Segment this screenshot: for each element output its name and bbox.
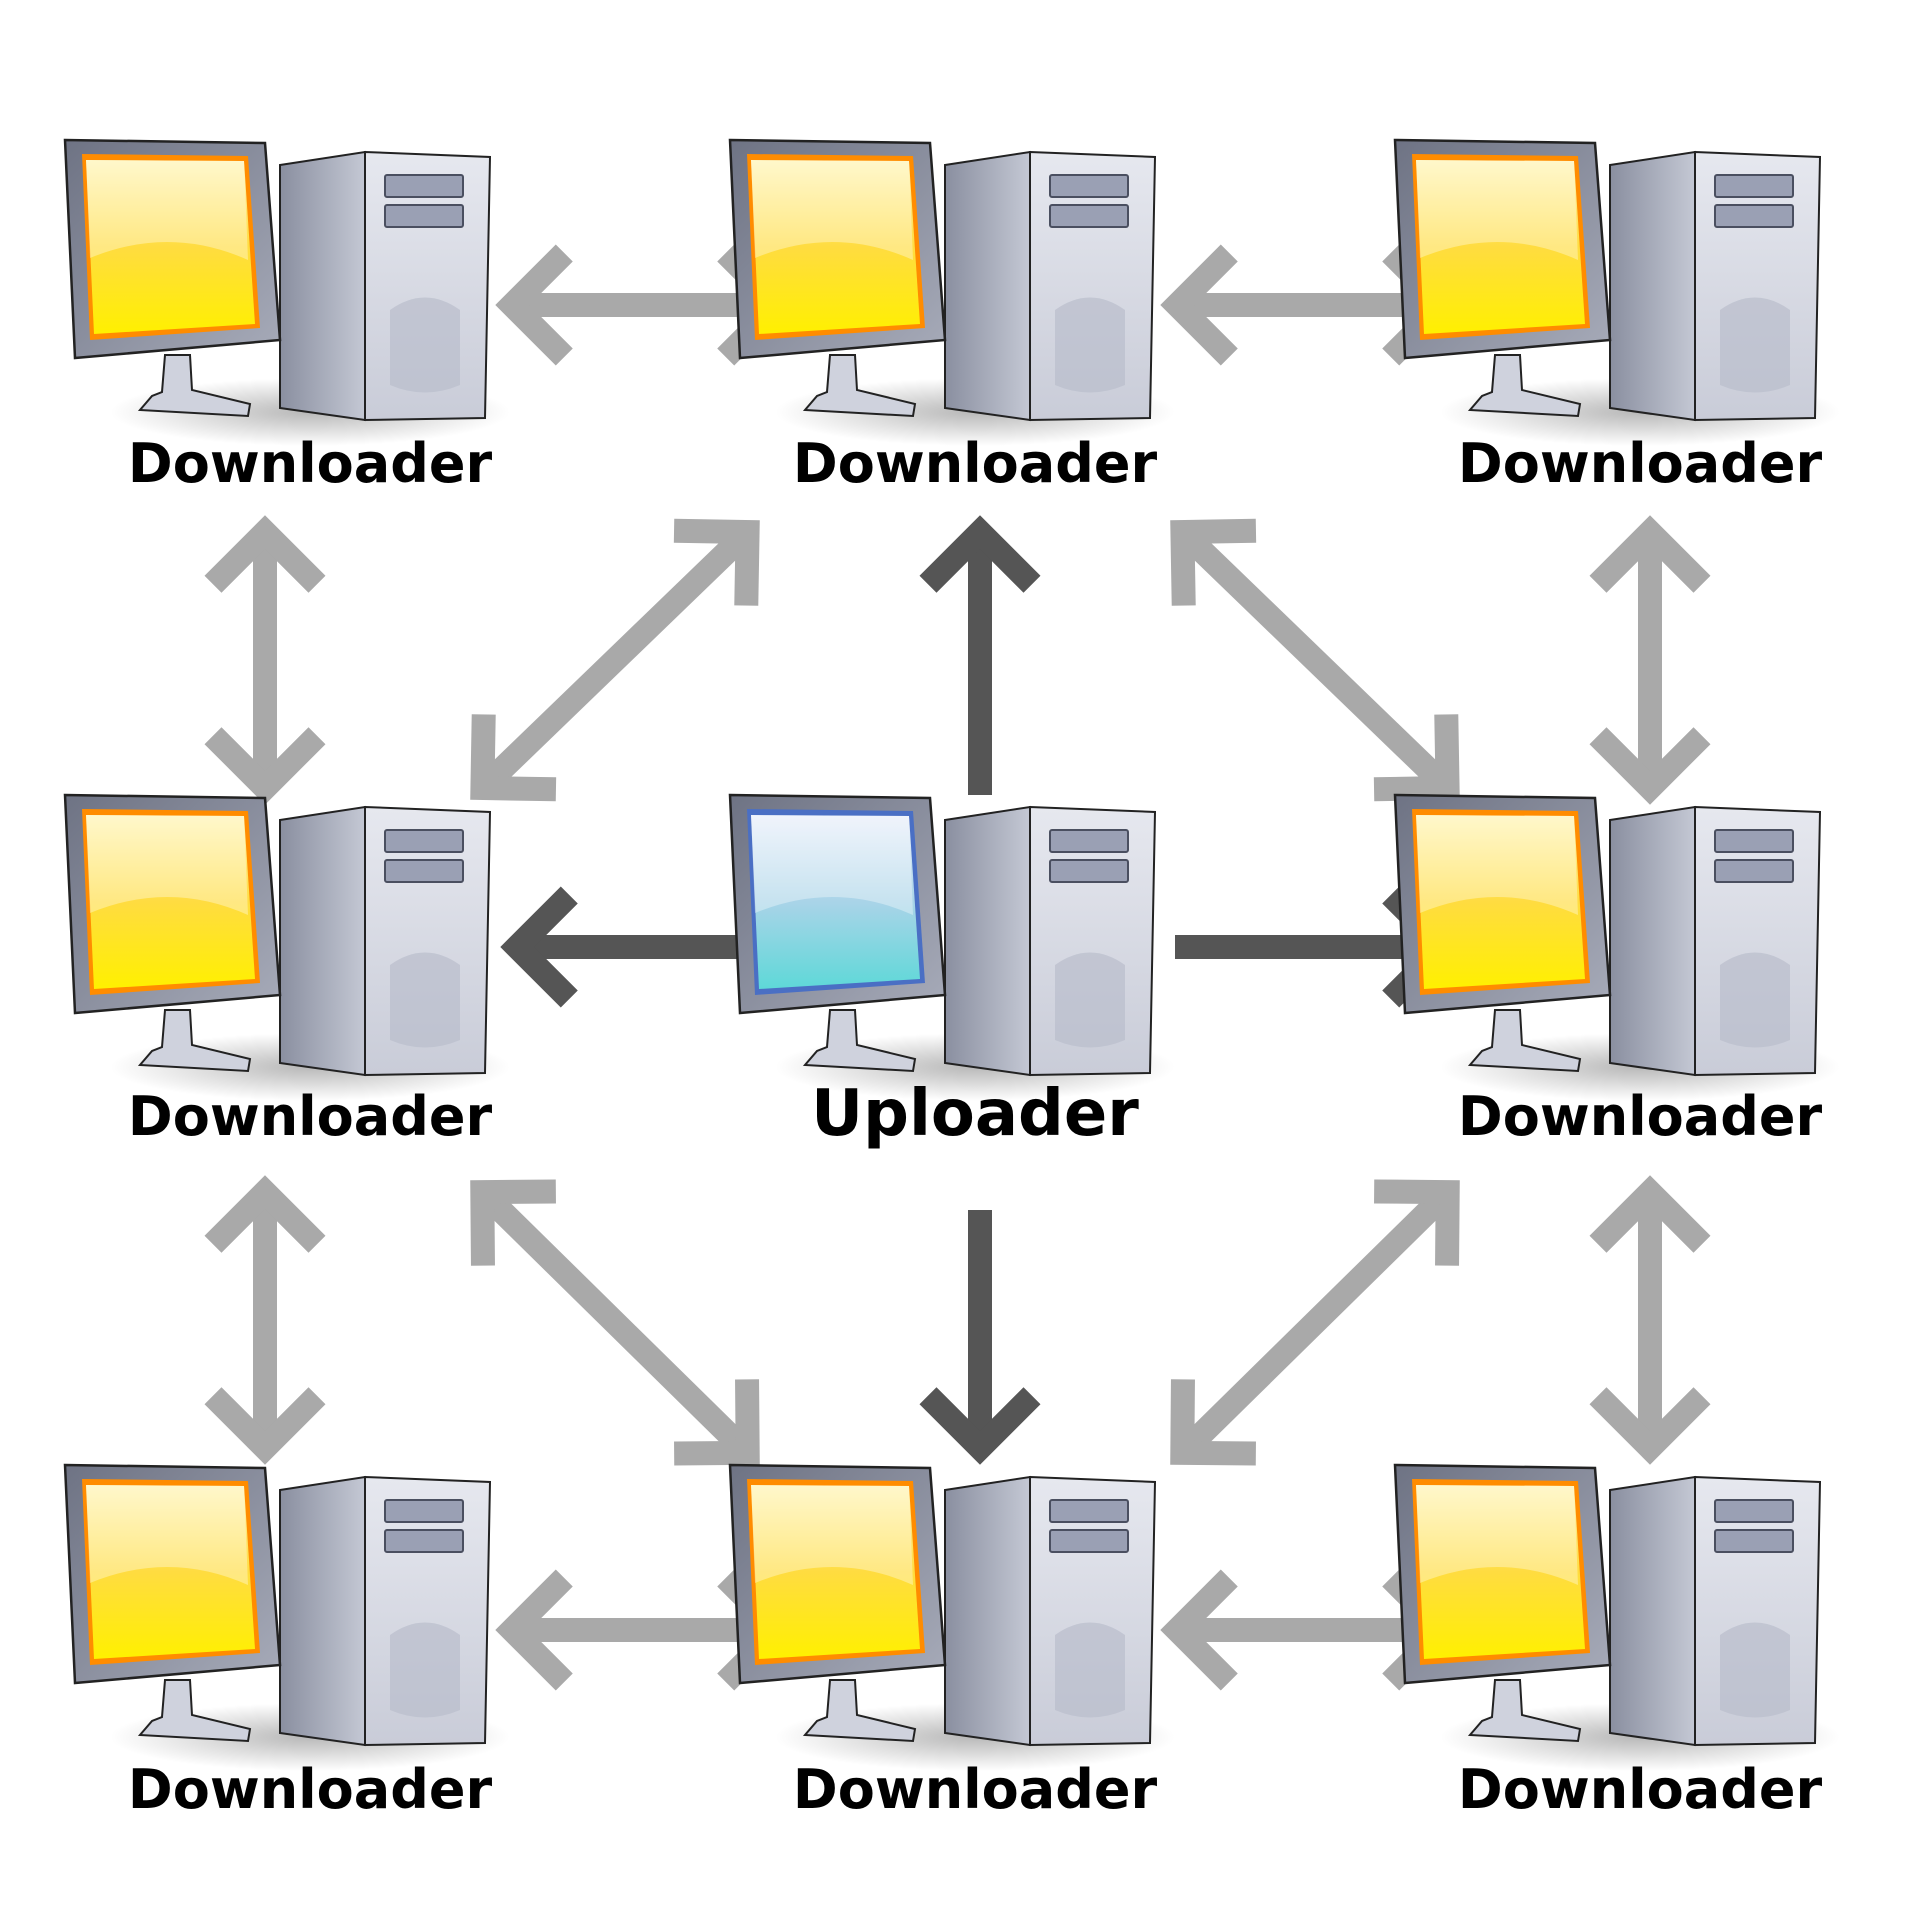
arrow-mid-left-top-center [470,518,760,802]
arrow-mid-left-bottom-left [204,1175,326,1465]
downloader-computer-icon [63,138,510,446]
downloader-computer-icon [728,1463,1175,1771]
node-top-left: Downloader [63,138,510,495]
arrow-center-bottom-center [919,1210,1041,1465]
node-label: Downloader [793,1758,1158,1821]
downloader-computer-icon [1393,138,1840,446]
node-label: Downloader [1458,432,1823,495]
node-bottom-left: Downloader [63,1463,510,1821]
node-label: Downloader [128,432,493,495]
node-mid-left: Downloader [63,793,510,1148]
arrow-top-center-mid-right [1170,518,1460,802]
node-top-right: Downloader [1393,138,1840,495]
node-label: Downloader [1458,1085,1823,1148]
arrow-mid-right-bottom-right [1589,1175,1711,1465]
arrow-center-top-center [919,515,1041,795]
arrow-top-right-mid-right [1589,515,1711,805]
node-bottom-right: Downloader [1393,1463,1840,1821]
node-bottom-center: Downloader [728,1463,1175,1821]
node-layer: Downloader Downloader Downloader Downloa… [63,138,1840,1821]
node-mid-right: Downloader [1393,793,1840,1148]
arrow-bottom-center-mid-right [1170,1179,1460,1466]
node-label: Downloader [128,1758,493,1821]
node-top-center: Downloader [728,138,1175,495]
downloader-computer-icon [1393,793,1840,1101]
node-center: Uploader [728,793,1175,1151]
arrow-center-mid-left [500,886,760,1008]
arrow-top-left-mid-left [204,515,326,805]
downloader-computer-icon [63,793,510,1101]
node-label: Uploader [811,1077,1139,1151]
arrow-mid-left-bottom-center [470,1179,760,1466]
downloader-computer-icon [1393,1463,1840,1771]
arrow-layer [204,244,1711,1691]
downloader-computer-icon [63,1463,510,1771]
downloader-computer-icon [728,138,1175,446]
node-label: Downloader [128,1085,493,1148]
uploader-computer-icon [728,793,1175,1101]
node-label: Downloader [1458,1758,1823,1821]
node-label: Downloader [793,432,1158,495]
